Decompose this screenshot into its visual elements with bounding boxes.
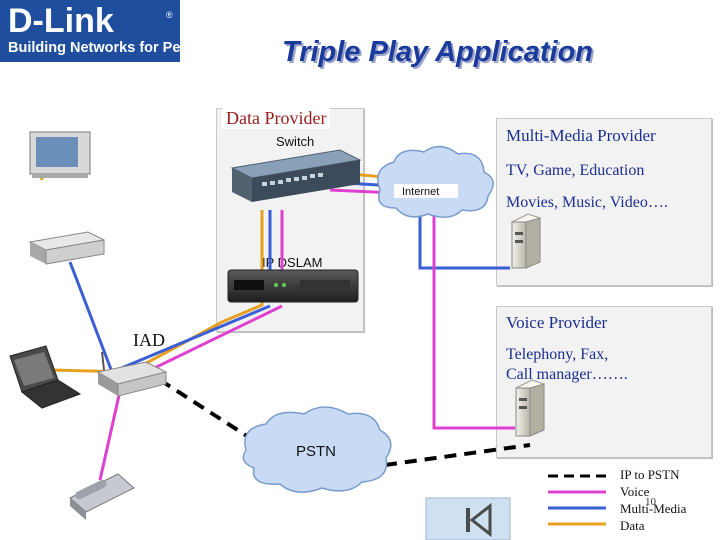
legend-label-voice: Voice (620, 484, 650, 499)
phone-device (69, 473, 135, 520)
internet-label-bg (394, 184, 458, 198)
tv-device (29, 131, 91, 178)
dslam-label: IP DSLAM (262, 255, 323, 270)
voice-link-cloud-server (432, 210, 515, 430)
logo-tagline: Building Networks for People (8, 40, 211, 56)
multimedia-line2: Movies, Music, Video…. (506, 194, 668, 211)
set-top-box-device (28, 231, 106, 265)
triangle-left-icon (469, 502, 492, 538)
registered-mark: ® (166, 10, 173, 20)
laptop-device (9, 345, 82, 409)
legend (548, 474, 606, 526)
logo: D-Link (8, 2, 114, 40)
voice-link-phone-iad (98, 381, 124, 481)
pstn-cloud (242, 406, 392, 493)
iad-device (96, 351, 168, 397)
voice-line1: Telephony, Fax, (506, 346, 609, 363)
switch-label: Switch (276, 134, 315, 149)
multimedia-line1: TV, Game, Education (506, 162, 645, 179)
logo-banner (0, 0, 180, 62)
pstn-link-voice (384, 443, 531, 467)
legend-label-pstn: IP to PSTN (620, 467, 680, 482)
multimedia-provider-title: Multi-Media Provider (506, 126, 656, 145)
voice-provider-title: Voice Provider (506, 313, 608, 332)
skip-back-icon (466, 508, 470, 532)
mm-link-cloud-server (418, 210, 510, 270)
internet-label: Internet (402, 186, 439, 198)
page-title: Triple Play Application (282, 36, 594, 68)
pstn-label: PSTN (296, 443, 336, 460)
pstn-link-iad (158, 378, 252, 440)
voice-line2: Call manager……. (506, 366, 628, 383)
internet-cloud (377, 145, 494, 218)
mm-link-stb-iad (68, 261, 114, 373)
dslam-device (227, 269, 359, 303)
page-number: 10 (645, 496, 656, 508)
data-provider-title: Data Provider (222, 108, 331, 129)
mm-link-iad-dslam (111, 304, 271, 374)
voice-server (514, 379, 546, 437)
switch-device (230, 149, 362, 202)
previous-slide-button[interactable] (425, 497, 511, 540)
legend-label-data: Data (620, 518, 645, 533)
voice-link-iad-dslam (137, 304, 283, 378)
multimedia-server (510, 213, 542, 269)
legend-label-multimedia: Multi-Media (620, 501, 687, 516)
iad-label: IAD (133, 330, 165, 350)
